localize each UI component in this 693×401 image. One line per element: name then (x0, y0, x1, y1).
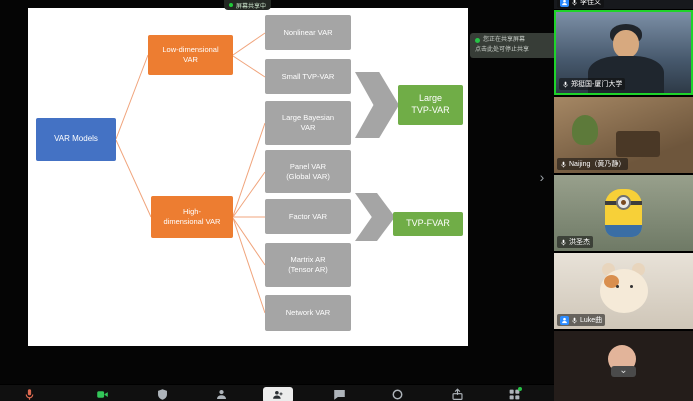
diagram-node-nonlinear-var: Nonlinear VAR (265, 15, 351, 50)
presentation-slide: VAR Models Low-dimensional VAR High- dim… (28, 8, 468, 346)
chat-icon[interactable] (333, 388, 346, 401)
check-icon (475, 38, 480, 44)
share-pill-label: 屏幕共享中 (236, 3, 267, 10)
participant-name: 李佳义 (580, 0, 601, 6)
mic-icon (572, 0, 577, 5)
diagram-node-tvp-fvar: TVP-FVAR (393, 212, 463, 236)
mic-icon (563, 81, 568, 87)
avatar-art (605, 225, 642, 237)
notification-dot (518, 387, 522, 391)
participant-name: Luke曲 (580, 317, 603, 324)
avatar-art (604, 275, 619, 288)
diagram-node-matrix-ar: Martrix AR (Tensor AR) (265, 243, 351, 287)
diagram-node-high-dimensional: High- dimensional VAR (151, 196, 233, 238)
microphone-icon[interactable] (23, 388, 36, 401)
record-icon[interactable] (391, 388, 404, 401)
participant-name: Naijing（黄乃静） (569, 161, 626, 168)
participants-sidebar: 李佳义 郑挺国-厦门大学 Naijing（黄乃静） (554, 0, 693, 401)
mic-icon (561, 161, 566, 167)
security-shield-icon[interactable] (156, 388, 169, 401)
participant-icon[interactable] (215, 388, 228, 401)
participant-tile-active-speaker[interactable]: 郑挺国-厦门大学 (554, 10, 693, 95)
user-badge-icon (560, 315, 569, 325)
sidebar-collapse-handle[interactable]: › (539, 169, 545, 185)
avatar (554, 331, 693, 401)
participant-tile[interactable]: 李佳义 (554, 0, 693, 9)
user-badge-icon (560, 0, 569, 7)
camera-icon[interactable] (96, 388, 109, 401)
mic-icon (572, 317, 577, 323)
participant-name: 郑挺国-厦门大学 (571, 81, 623, 88)
participant-tile[interactable]: Luke曲 (554, 253, 693, 329)
toast-line1: 您正在共享屏幕 (483, 37, 526, 43)
diagram-node-factor-var: Factor VAR (265, 199, 351, 234)
diagram-node-var-models: VAR Models (36, 118, 116, 161)
avatar-art (621, 200, 626, 205)
apps-icon[interactable] (508, 387, 522, 401)
participant-tile[interactable]: Naijing（黄乃静） (554, 97, 693, 173)
share-status-pill: 屏幕共享中 (224, 0, 272, 10)
members-button[interactable] (263, 387, 293, 401)
avatar-art (572, 115, 598, 145)
shared-screen-area: VAR Models Low-dimensional VAR High- dim… (0, 0, 554, 401)
avatar-art (630, 285, 633, 288)
avatar-art (616, 285, 619, 288)
mic-icon (561, 239, 566, 245)
diagram-node-low-dimensional: Low-dimensional VAR (148, 35, 233, 75)
diagram-node-panel-var: Panel VAR (Global VAR) (265, 150, 351, 193)
notification-toast: 您正在共享屏幕 点击此处可停止共享 (470, 33, 554, 59)
bottom-toolbar (0, 384, 554, 401)
participant-name: 洪圣杰 (569, 239, 590, 246)
diagram-node-large-bayesian-var: Large Bayesian VAR (265, 101, 351, 145)
share-indicator-dot (229, 3, 233, 7)
diagram-node-small-tvp-var: Small TVP-VAR (265, 59, 351, 94)
diagram-connectors (115, 32, 266, 314)
diagram-node-network-var: Network VAR (265, 295, 351, 331)
avatar-art (613, 30, 639, 58)
toast-line2: 点击此处可停止共享 (475, 46, 530, 53)
participant-tile[interactable]: 洪圣杰 (554, 175, 693, 251)
share-screen-icon[interactable] (451, 388, 464, 401)
diagram-node-large-tvp-var: Large TVP-VAR (398, 85, 463, 125)
scroll-more-button[interactable]: ⌄ (611, 366, 636, 377)
avatar-art (616, 131, 660, 157)
